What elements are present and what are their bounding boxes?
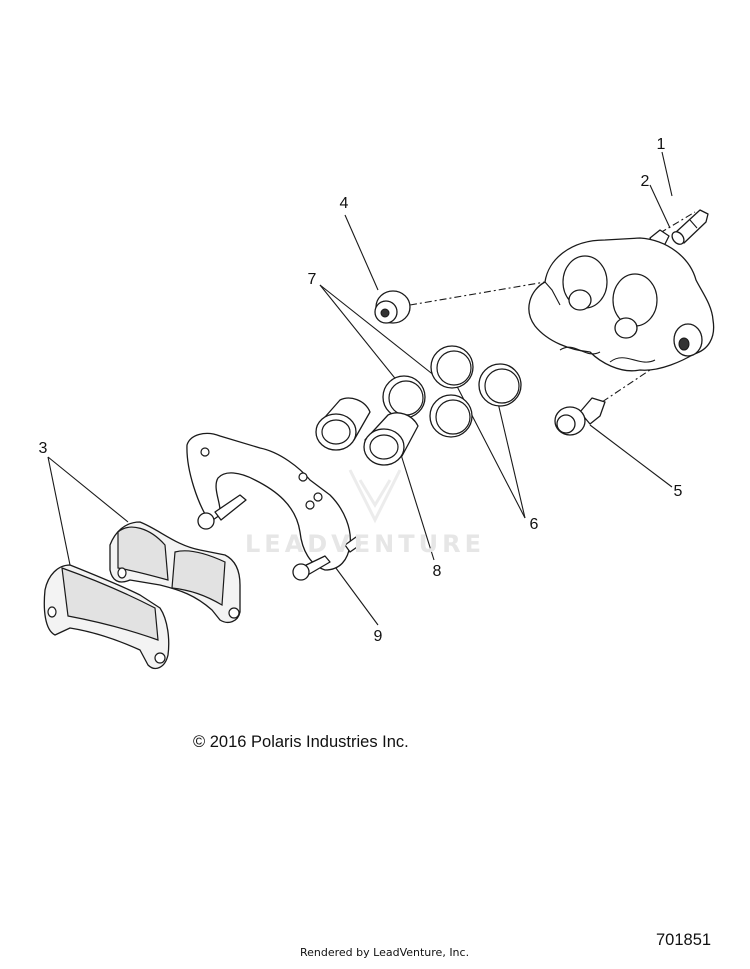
bleeder-screw-part	[671, 209, 709, 245]
grommet-part	[374, 290, 411, 324]
callout-5: 5	[673, 483, 683, 500]
callout-8: 8	[432, 563, 442, 580]
rendered-by-credit: Rendered by LeadVenture, Inc.	[300, 946, 470, 959]
caliper-bracket-part	[186, 432, 361, 581]
brake-pad-outer-part	[43, 564, 170, 669]
document-number: 701851	[656, 931, 712, 949]
callout-3: 3	[38, 440, 48, 457]
mounting-bolt-part	[554, 397, 606, 436]
piston-seal-inner-part	[429, 394, 473, 438]
watermark-text: LEADVENTURE	[245, 530, 485, 558]
caliper-piston-part	[315, 397, 371, 451]
brake-pad-inner-part	[109, 521, 241, 623]
piston-seal-inner-part-2	[478, 363, 522, 407]
callout-2: 2	[640, 173, 650, 190]
callout-9: 9	[373, 628, 383, 645]
callout-4: 4	[339, 195, 349, 212]
caliper-piston-part-2	[363, 412, 419, 466]
piston-seal-outer-part	[382, 375, 426, 419]
caliper-body-part	[528, 237, 715, 372]
leader-lines	[47, 151, 673, 626]
piston-seal-outer-part-2	[430, 345, 474, 389]
callout-1: 1	[656, 136, 666, 153]
callout-7: 7	[307, 271, 317, 288]
callout-6: 6	[529, 516, 539, 533]
watermark-logo-icon	[348, 469, 402, 524]
copyright-notice: © 2016 Polaris Industries Inc.	[193, 733, 409, 751]
